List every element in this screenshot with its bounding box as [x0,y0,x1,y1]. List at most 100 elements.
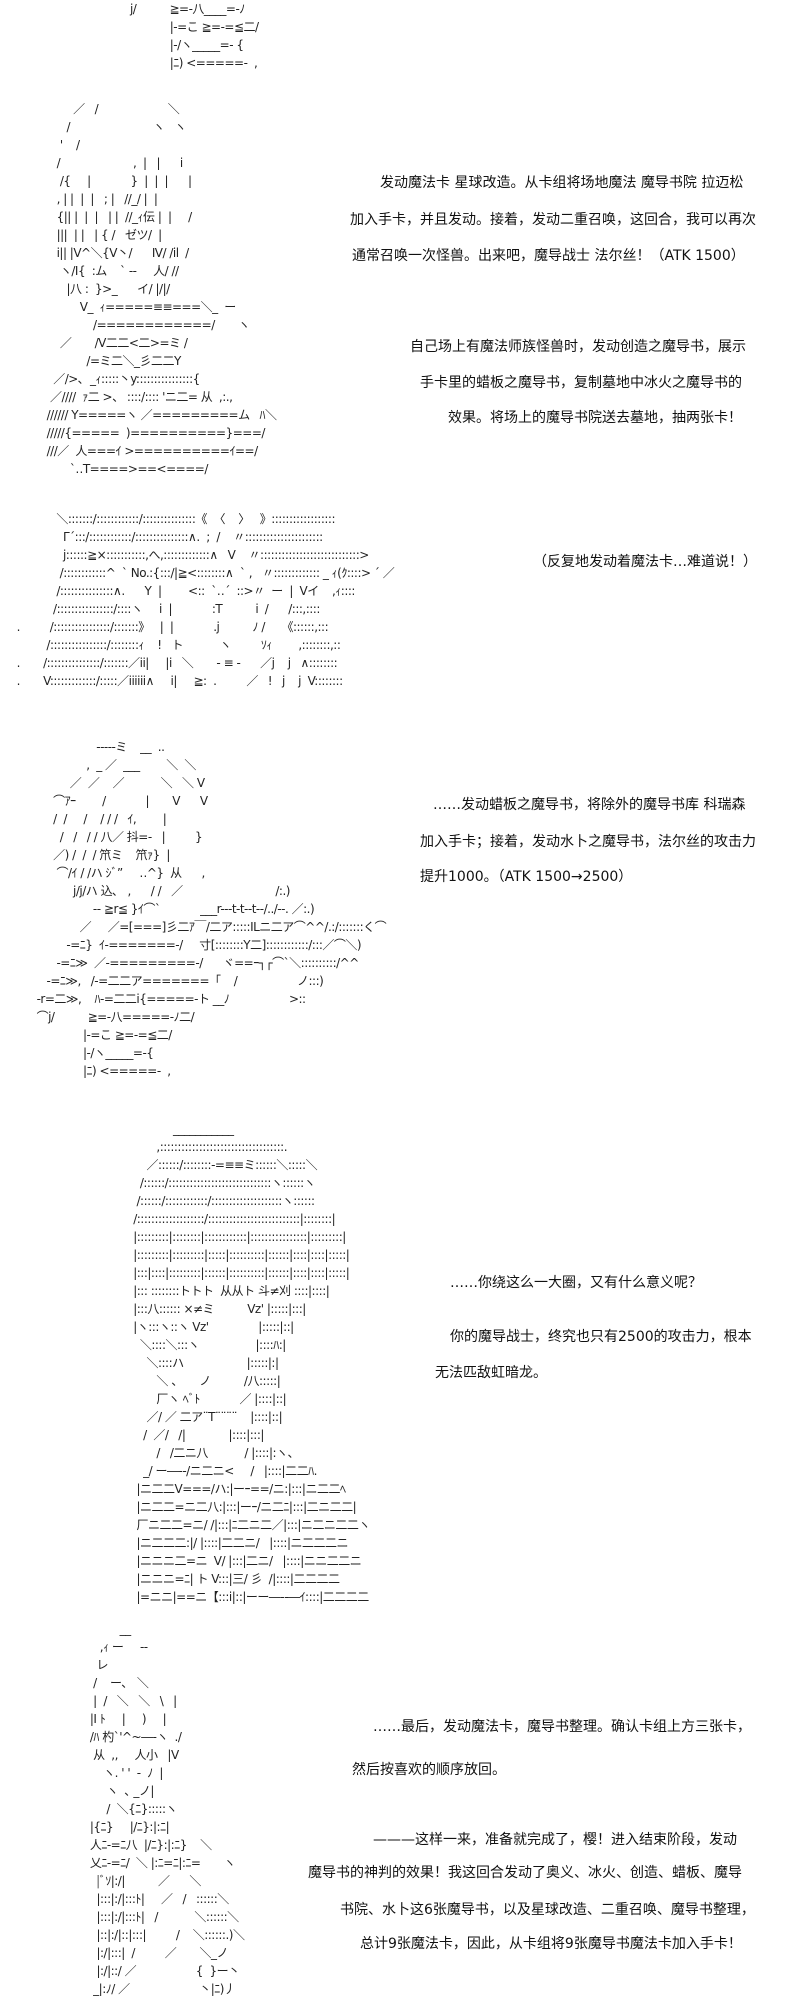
ascii-art-line: ヽ/I{ :ム ` -- 人/ // [40,264,179,278]
ascii-art-line: -=ﾆ≫, /-=二二ア=======「 / ノ:::) [20,974,324,988]
ascii-art-line: ,ｨ ー -- [60,1640,148,1654]
ascii-art-line: |八 : }>_ イ/ |/|/ [40,282,171,296]
ascii-art-line: |ニ二二二:|/ |::::|二二ニ/ |::::|ニ二二二ニ [110,1536,349,1550]
dialogue-line: ……发动蜡板之魔导书，将除外的魔导书库 科瑞森 [433,797,746,813]
ascii-art-figure: ＼:::::::/::::::::::::/:::::::::::::::《 〈… [0,510,395,690]
ascii-art-line: -----ミ __ .. [20,740,165,754]
ascii-art-line: ／ ／=[===]彡二ｱ￣/二ア:::::ILニ二ア⌒^^/.:/:::::::… [20,920,387,934]
ascii-art-line: . /::::::::::::::::/:::::::》 | | .j ﾉ / … [0,620,329,634]
ascii-art-line: |:::::::::|:::::::::|:::::|::::::::::|::… [110,1248,350,1262]
ascii-art-line: i|| |V^＼{V丶/ Ⅳ/ /il / [40,246,190,260]
dialogue-line: （反复地发动着魔法卡…难道说！） [533,554,757,570]
dialogue-line: 手卡里的蜡板之魔导书，复制墓地中冰火之魔导书的 [420,375,742,391]
ascii-art-line: |:::八:::::: ×≠ミ Vz' |:::::|:::| [110,1302,306,1316]
dialogue-line: 发动魔法卡 星球改造。从卡组将场地魔法 魔导书院 拉迈松 [380,175,744,191]
ascii-art-line: ///／ 人===ｲ >==========ｲ==/ [40,444,258,458]
ascii-art-line: Γ´:::/::::::::::::/:::::::::::::::∧. ; /… [0,530,323,544]
ascii-art-line: / ／/ /| |::::|:::| [110,1428,264,1442]
ascii-art-line: /{ | } | | | | [40,174,192,188]
ascii-art-line: /::::::/::::::::::::/:::::::::::::::::::… [110,1194,316,1208]
ascii-art-line: 从 ,, 人小 |V [60,1748,179,1762]
ascii-art-line: |ﾞｿ|:/| ／ ＼ [60,1874,201,1888]
ascii-art-line: ／/ ／ 二ア¨T¨¨¨¨ |::::|::| [110,1410,283,1424]
ascii-art-line: |-=こ ≧=-=≦二/ [20,1028,172,1042]
dialogue-line: 你的魔导战士，终究也只有2500的攻击力，根本 [450,1329,752,1345]
ascii-art-line: ⌒/ｲ / /ハ ｼﾞ” ‥^} 从 , [20,866,205,880]
ascii-art-line: ＼::::ハ |:::::|:| [110,1356,279,1370]
dialogue-line: 提升1000。（ATK 1500→2500） [420,869,633,885]
ascii-art-line: /////{===== )==========}===/ [40,426,266,440]
dialogue-line: 自己场上有魔法师族怪兽时，发动创造之魔导书，展示 [410,339,746,355]
dialogue-line: 然后按喜欢的顺序放回。 [352,1762,506,1778]
ascii-art-line: /::::::::::::::::/::::ヽ i | :T i / /:::,… [0,602,320,616]
ascii-art-line: ＼:::::::/::::::::::::/:::::::::::::::《 〈… [0,512,335,526]
dialogue-line: ……你绕这么一大圈，又有什么意义呢？ [450,1275,702,1291]
ascii-art-line: /:::::::::::::::::::/:::::::::::::::::::… [110,1212,336,1226]
ascii-art-line: |ニ二二V===/ハ:|ーｰ==/ニ:|:::|ニ二二ﾍ [110,1482,346,1496]
ascii-art-line: ／/>､ _ｨ:::::丶y::::::::::::::::{ [40,372,200,386]
ascii-art-line: /:::::::::::::::∧. Y | <:: `‥´ ::>〃 ー | … [0,584,355,598]
ascii-art-line: |ニニニ二=ニ V/ |:::|二ニ/ |::::|ニニ二二ニ [110,1554,362,1568]
ascii-art-line: `‥T====>==<====/ [40,462,209,476]
ascii-art-line: {|| | | | | | //_ｨ伝 | | / [40,210,193,224]
ascii-art-line: ||| | | | { / ゼツ/ | [40,228,163,242]
ascii-art-line: /::::::::::::::::/::::::::ｨ ! ト ヽ ｿｨ ,::… [0,638,341,652]
ascii-art-line: |=ニニ|==ニ【:::i|::|ーー―‐-―ｲ::::|二二二二 [110,1590,370,1604]
ascii-art-figure: __ ,ｨ ー -- レ / ー､ ＼ | / ＼ ＼ \ | |I ﾄ | )… [60,1620,245,1998]
ascii-art-figure: j/ ≧=-八____=-ﾉ |-=こ ≧=-=≦二/ |-/ヽ_____=- … [120,0,259,72]
ascii-art-line: -=ﾆ≫ ／-=========-/ ヾ==ｰ┐┌⌒`＼::::::::::/^… [20,956,359,970]
ascii-art-line: ⌒j/ ≧=-八=====-ﾉ二/ [20,1010,195,1024]
ascii-art-line: 乂ﾆ-=ﾆ/ ＼ |:ﾆ=ﾆ|:ﾆ= ヽ [60,1856,236,1870]
ascii-art-line: / ＼{ﾆ}:::::ヽ [60,1802,178,1816]
ascii-art-line: |ニニニ=ﾆ| ト V:::|三/ 彡 /|::::|二二二二 [110,1572,340,1586]
ascii-art-line: , _ ／ ___ ＼ ＼ [20,758,196,772]
ascii-art-line: / / / / / / ｲ, | [20,812,167,826]
ascii-art-figure: -----ミ __ .. , _ ／ ___ ＼ ＼ ／ ／ ／ ＼ ＼ V ⌒… [20,738,387,1080]
ascii-art-line: -=ﾆ} ｲ-=======-/ 寸[::::::::Y二]::::::::::… [20,938,362,952]
ascii-art-line: |{ﾆ} |/ﾆ}:|:ﾆ| [60,1820,170,1834]
ascii-art-line: ヽ. ' ' ‐ ﾉ | [60,1766,163,1780]
ascii-art-line: |:::|::::|:::::::::|::::::|::::::::::|::… [110,1266,350,1280]
ascii-art-line: |:::|:/|:::ﾄ| ／ / ::::::＼ [60,1892,229,1906]
dialogue-line: 加入手卡；接着，发动水卜之魔导书，法尔丝的攻击力 [420,834,756,850]
ascii-art-line: . /:::::::::::::::/:::::::／ii| |i ＼ - ≡ … [0,656,338,670]
dialogue-line: 加入手卡，并且发动。接着，发动二重召唤，这回合，我可以再次 [350,212,756,228]
dialogue-line: 总计9张魔法卡，因此，从卡组将9张魔导书魔法卡加入手卡！ [360,1936,742,1952]
ascii-art-line: レ [60,1658,108,1672]
ascii-art-line: _|:ﾉ/ ／ 丶|ﾆ)丿 [60,1982,236,1996]
ascii-art-line: -r=二≫, ﾊ-=二二i{=====-ト __ﾉ >:: [20,992,307,1006]
ascii-art-figure: ___________ ,:::::::::::::::::::::::::::… [110,1120,370,1606]
ascii-art-line: |::|:/|::|:::| / ＼::::::.)＼ [60,1928,245,1942]
dialogue-line: 通常召唤一次怪兽。出来吧，魔导战士 法尔丝！（ATK 1500） [352,248,745,264]
ascii-art-line: | / ＼ ＼ \ | [60,1694,177,1708]
ascii-art-line: V_ ｨ=====≡≡===＼_ ー [40,300,237,314]
ascii-art-line: ＼::::＼:::ヽ |::::ﾊ:| [110,1338,286,1352]
ascii-art-figure: ／ / ＼ / ヽ ヽ ' / / , | | i /{ | } | | | |… [40,100,277,478]
dialogue-line: 无法匹敌虹暗龙。 [435,1365,547,1381]
ascii-art-line: ' / [40,138,80,152]
ascii-art-line: 厂ヽ ﾍﾞﾄ ／ |::::|::| [110,1392,287,1406]
ascii-art-line: ___________ [110,1122,234,1136]
ascii-art-line: /::::::/:::::::::::::::::::::::::::::ヽ::… [110,1176,316,1190]
ascii-art-line: |-/ヽ_____=- { [120,38,244,52]
ascii-art-line: |ヽ:::ヽ::ヽ Vz' |:::::|::| [110,1320,294,1334]
ascii-art-line: |:::|:/|:::ﾄ| / ＼::::::＼ [60,1910,239,1924]
dialogue-line: ———这样一来，准备就完成了，樱！进入结束阶段，发动 [373,1832,737,1848]
ascii-art-line: /ﾊ 杓`'^~―-ヽ ./ [60,1730,182,1744]
ascii-art-line: ／) / / / 笊ミ 笊ｧ} | [20,848,170,862]
ascii-art-line: 厂ニ二二=ニ/ /|:::|ﾆ二ニ二／|:::|ニ二ニ二二ヽ [110,1518,371,1532]
dialogue-line: 魔导书的神判的效果！我这回合发动了奥义、冰火、创造、蜡板、魔导 [308,1865,742,1881]
ascii-art-line: . V:::::::::::::/:::::／iiiiii∧ i| ≧: . ／… [0,674,344,688]
ascii-art-line: j/ ≧=-八____=-ﾉ [120,2,245,16]
ascii-art-line: / ー､ ＼ [60,1676,149,1690]
ascii-art-line: /=ミ二＼_彡二二Y [40,354,181,368]
ascii-art-line: |::: ::::::::トトト 从从ト 斗≠刈 ::::|::::| [110,1284,330,1298]
ascii-art-line: |-/ヽ_____=-{ [20,1046,154,1060]
ascii-art-line: _/ ー―‐-/ニ二ニ< / |::::|二二ﾊ. [110,1464,317,1478]
ascii-art-line: ／ / ＼ [40,102,180,116]
ascii-art-line: __ [60,1622,132,1636]
ascii-art-line: ＼ 、 ノ /八:::::| [110,1374,281,1388]
ascii-art-line: |I ﾄ | ) | [60,1712,167,1726]
dialogue-line: 效果。将场上的魔导书院送去墓地，抽两张卡！ [448,410,742,426]
ascii-art-line: j/j/ハ 込､ , / / ／ /:.) [20,884,290,898]
